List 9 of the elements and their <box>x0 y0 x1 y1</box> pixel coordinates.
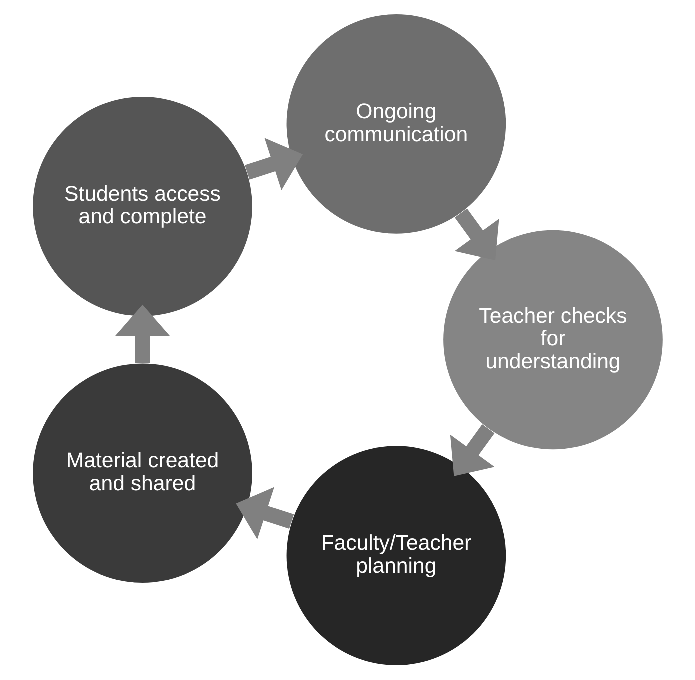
node-circle: Students access and complete <box>32 96 252 316</box>
arrow <box>244 138 303 190</box>
node-circle: Material created and shared <box>32 364 252 584</box>
node-circle: Ongoing communication <box>286 14 506 234</box>
arrow <box>114 304 170 364</box>
node-circle: Faculty/Teacher planning <box>286 446 506 666</box>
arrow <box>236 487 294 540</box>
arrow <box>450 424 494 476</box>
node-circle: Teacher checks for understanding <box>443 230 662 450</box>
